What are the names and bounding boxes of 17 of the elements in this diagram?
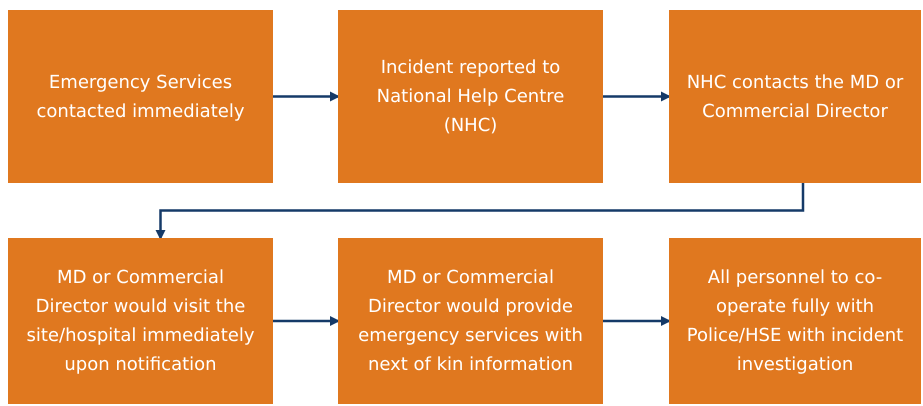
process-box bbox=[338, 238, 603, 404]
box-text: MD or Commercial Director would visit the site/hospital immediately upon notification bbox=[26, 266, 256, 377]
process-box bbox=[8, 238, 273, 404]
box-text: Emergency Services contacted immediately bbox=[36, 70, 246, 124]
arrow bbox=[273, 316, 340, 326]
process-box bbox=[669, 10, 921, 183]
box-text: All personnel to co-operate fully with Police/HSE with incident investigation bbox=[686, 266, 904, 377]
arrow bbox=[603, 92, 671, 102]
box-text: MD or Commercial Director would provide emergency services with next of kin information bbox=[357, 266, 584, 377]
arrow bbox=[156, 183, 804, 240]
arrow bbox=[273, 92, 340, 102]
arrow bbox=[603, 316, 671, 326]
process-box bbox=[669, 238, 921, 404]
box-text: NHC contacts the MD or Commercial Director bbox=[686, 70, 904, 124]
process-box bbox=[338, 10, 603, 183]
box-text: Incident reported to National Help Centre (NHC) bbox=[376, 56, 566, 138]
process-box bbox=[8, 10, 273, 183]
